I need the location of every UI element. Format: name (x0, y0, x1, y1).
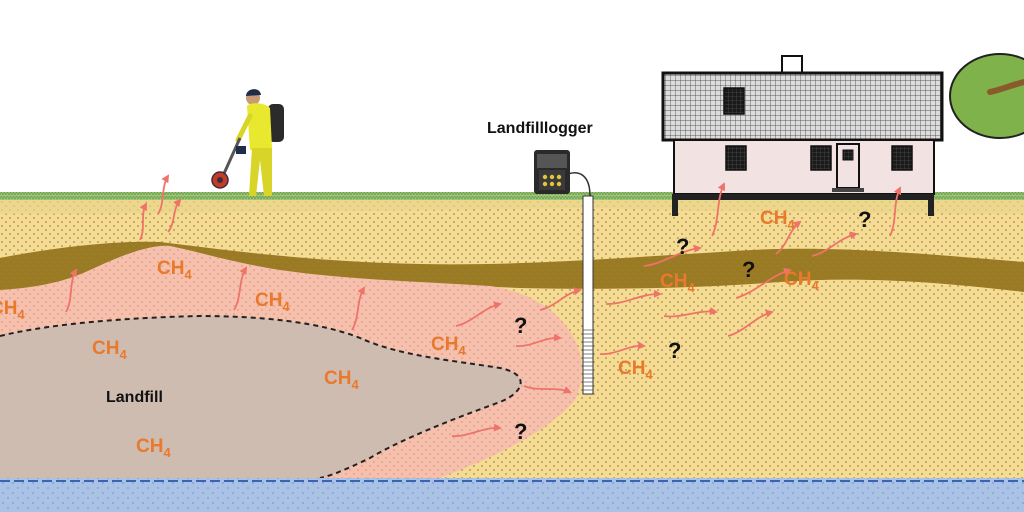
gas-arrow (65, 268, 77, 313)
clay-texture (0, 241, 1024, 292)
gas-arrow (775, 220, 802, 255)
question-mark: ? (676, 234, 689, 259)
gas-arrow (889, 186, 902, 237)
gas-arrow (157, 174, 170, 215)
house-icon (661, 55, 944, 216)
gas-arrow (711, 182, 726, 237)
ch4-label: CH4 (618, 358, 653, 382)
ch4-labels: CH4 CH4 CH4 CH4 CH4 CH4 CH4 CH4 CH4 CH4 … (0, 208, 819, 460)
ch4-label: CH4 (660, 271, 695, 295)
ch4-label: CH4 (324, 368, 359, 392)
gas-migration-arrows (65, 174, 902, 437)
landfill-label: Landfill (106, 389, 163, 406)
landfill-body (0, 316, 521, 478)
landfill-boundary (0, 314, 522, 479)
ch4-label: CH4 (255, 290, 290, 314)
gas-arrow (139, 202, 147, 241)
gas-arrow (663, 307, 718, 318)
gas-arrow (735, 267, 792, 299)
monitoring-well (567, 172, 594, 395)
groundwater-texture (0, 478, 1024, 512)
gas-arrow (233, 266, 248, 311)
unknown-markers: ? ? ? ? ? ? (514, 207, 871, 444)
gas-arrow (523, 385, 572, 394)
question-mark: ? (514, 313, 527, 338)
gas-arrow (811, 231, 858, 257)
ch4-label: CH4 (784, 269, 819, 293)
gas-arrow (351, 286, 366, 331)
tree-icon (949, 53, 1024, 139)
ch4-label: CH4 (0, 298, 25, 322)
ch4-label: CH4 (760, 208, 795, 232)
ch4-label: CH4 (431, 334, 466, 358)
topsoil-band (0, 200, 1024, 214)
question-mark: ? (514, 419, 527, 444)
question-mark: ? (742, 257, 755, 282)
gas-arrow (605, 289, 662, 305)
gas-arrow (539, 287, 582, 311)
gas-arrow (643, 244, 702, 267)
question-mark: ? (858, 207, 871, 232)
grass-texture (0, 192, 1024, 200)
gas-arrow (167, 198, 182, 233)
gas-arrow (455, 301, 502, 327)
logger-label: Landfilllogger (487, 120, 593, 137)
gas-arrow (515, 333, 562, 347)
gas-arrow (451, 423, 502, 437)
question-mark: ? (668, 338, 681, 363)
person-with-gas-detector-icon (211, 89, 284, 196)
gas-arrow (727, 309, 774, 337)
ch4-label: CH4 (136, 436, 171, 460)
gas-arrow (599, 341, 646, 355)
ch4-label: CH4 (157, 258, 192, 282)
gas-logger-case-icon (534, 150, 570, 194)
ch4-label: CH4 (92, 338, 127, 362)
